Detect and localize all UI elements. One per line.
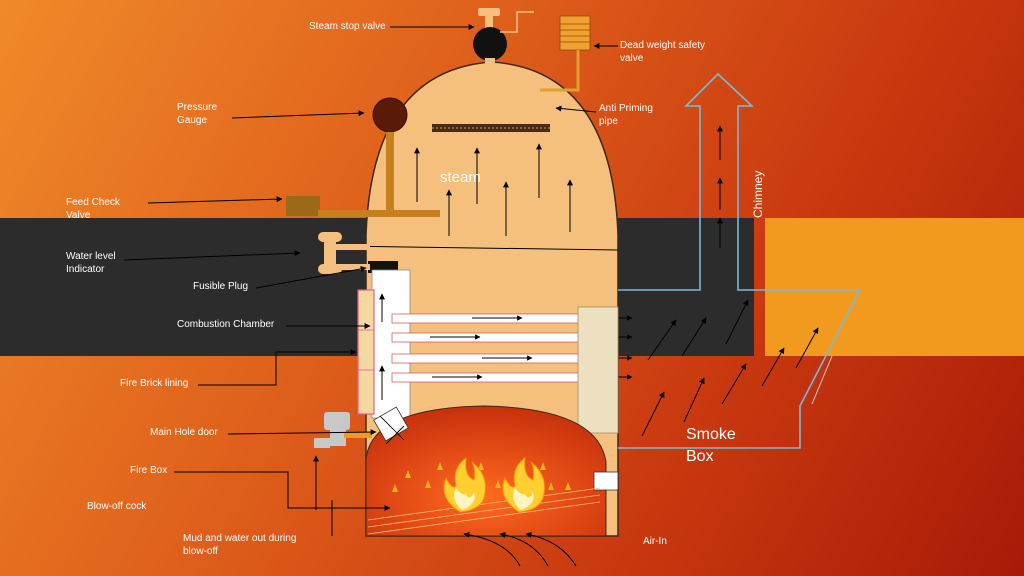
- label-smoke-box-1: Smoke: [686, 426, 736, 443]
- label-fusible-plug: Fusible Plug: [193, 281, 249, 292]
- label-water-level-indicator-1: Water level: [66, 251, 116, 262]
- label-anti-priming-pipe-2: pipe: [599, 116, 618, 127]
- label-blow-off-cock: Blow-off cock: [87, 501, 147, 512]
- label-combustion-chamber: Combustion Chamber: [177, 319, 275, 330]
- main-hole-door: [373, 406, 409, 445]
- label-fire-box: Fire Box: [130, 465, 168, 476]
- water-level-line: [337, 245, 619, 251]
- leader-lines: [123, 24, 618, 536]
- fire-brick-lining: [357, 289, 375, 415]
- steam-arrows: [414, 143, 573, 236]
- dead-weight-safety-valve: [540, 15, 591, 92]
- small-flames: [392, 462, 571, 492]
- steam-stop-valve: [473, 8, 534, 68]
- flame-icon: [443, 456, 545, 513]
- label-pressure-gauge-1: Pressure: [177, 102, 218, 113]
- label-dead-weight-safety-valve-2: valve: [620, 53, 644, 64]
- air-in-arrows: [463, 531, 577, 567]
- pressure-gauge-icon: [372, 97, 408, 214]
- combustion-chamber: [371, 269, 411, 419]
- water-level-indicator: [318, 232, 370, 274]
- label-fire-brick-lining: Fire Brick lining: [120, 378, 189, 389]
- label-dead-weight-safety-valve-1: Dead weight safety: [620, 40, 706, 51]
- label-air-in: Air-In: [643, 536, 667, 547]
- feed-check-valve: [286, 196, 440, 217]
- label-mud-water-2: blow-off: [183, 546, 218, 557]
- label-steam-stop-valve: Steam stop valve: [309, 21, 386, 32]
- label-mud-water-1: Mud and water out during: [183, 533, 297, 544]
- label-anti-priming-pipe-1: Anti Priming: [599, 103, 653, 114]
- smoke-arrows: [641, 125, 819, 437]
- label-pressure-gauge-2: Gauge: [177, 115, 208, 126]
- label-water-level-indicator-2: Indicator: [66, 264, 105, 275]
- label-feed-check-valve-2: Valve: [66, 210, 91, 221]
- label-smoke-box-2: Box: [686, 448, 714, 465]
- label-feed-check-valve-1: Feed Check: [66, 197, 120, 208]
- fire-box: [365, 405, 607, 537]
- label-chimney: Chimney: [751, 170, 765, 218]
- label-main-hole-door: Main Hole door: [150, 427, 218, 438]
- anti-priming-pipe: [432, 124, 550, 132]
- fire-box-door: [593, 471, 619, 491]
- chimney-outline: [618, 72, 862, 449]
- right-block: [765, 218, 1024, 356]
- label-steam: steam: [440, 169, 481, 186]
- smoke-box-panel: [577, 306, 619, 434]
- blow-off-cock: [314, 412, 372, 448]
